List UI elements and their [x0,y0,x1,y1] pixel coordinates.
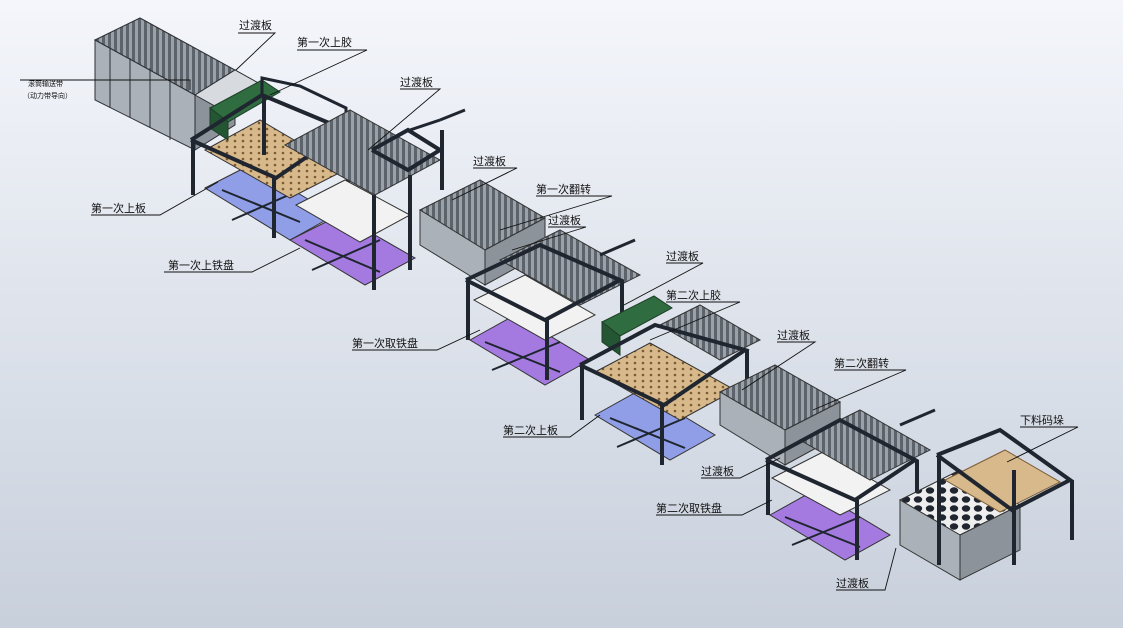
label-conveyor-line1: 滚筒输送带 [28,79,63,88]
label-transition-5: 过渡板 [666,249,699,263]
leader-lines [20,32,1079,591]
station-2 [465,229,642,386]
label-conveyor-line2: （动力带导向） [23,91,72,100]
label-transition-8: 过渡板 [836,576,869,590]
label-first-flip: 第一次翻转 [536,182,591,196]
label-second-take-tray: 第二次取铁盘 [656,501,722,515]
label-second-flip: 第二次翻转 [834,356,889,370]
stacking-station [898,427,1074,581]
station-1b [283,108,466,290]
label-transition-3: 过渡板 [473,154,506,168]
label-stacking-out: 下料码垛 [1020,413,1064,427]
flip-station-1 [418,179,547,286]
labels: 过渡板 第一次上胶 滚筒输送带 （动力带导向） 过渡板 过渡板 第一次翻转 第一… [23,18,1064,590]
label-first-glue: 第一次上胶 [297,35,352,49]
label-first-load-tray: 第一次上铁盘 [168,258,234,272]
label-second-glue: 第二次上胶 [666,288,721,302]
label-first-take-tray: 第一次取铁盘 [352,336,418,350]
label-transition-6: 过渡板 [777,328,810,342]
label-transition-2: 过渡板 [400,75,433,89]
label-second-load-board: 第二次上板 [503,423,558,437]
label-transition-1: 过渡板 [239,18,272,32]
label-transition-4: 过渡板 [548,213,581,227]
station-3 [579,295,762,465]
station-4 [765,408,936,561]
label-first-load-board: 第一次上板 [91,201,146,215]
label-transition-7: 过渡板 [701,464,734,478]
